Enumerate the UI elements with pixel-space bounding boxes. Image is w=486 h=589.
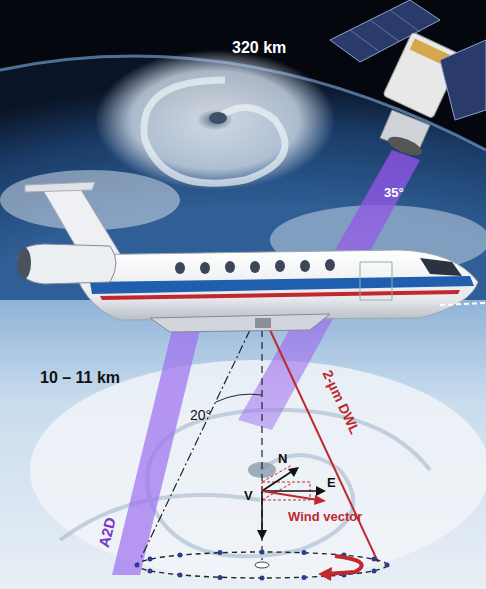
axis-label: N: [278, 452, 287, 465]
angle-label: 20°: [190, 408, 211, 422]
altitude-label: 320 km: [232, 40, 286, 56]
angle-label: 35°: [384, 186, 404, 199]
vector-label: Wind vector: [288, 510, 362, 523]
altitude-label: 10 – 11 km: [40, 370, 120, 386]
axis-label: V: [244, 489, 253, 502]
axis-label: E: [327, 476, 336, 489]
